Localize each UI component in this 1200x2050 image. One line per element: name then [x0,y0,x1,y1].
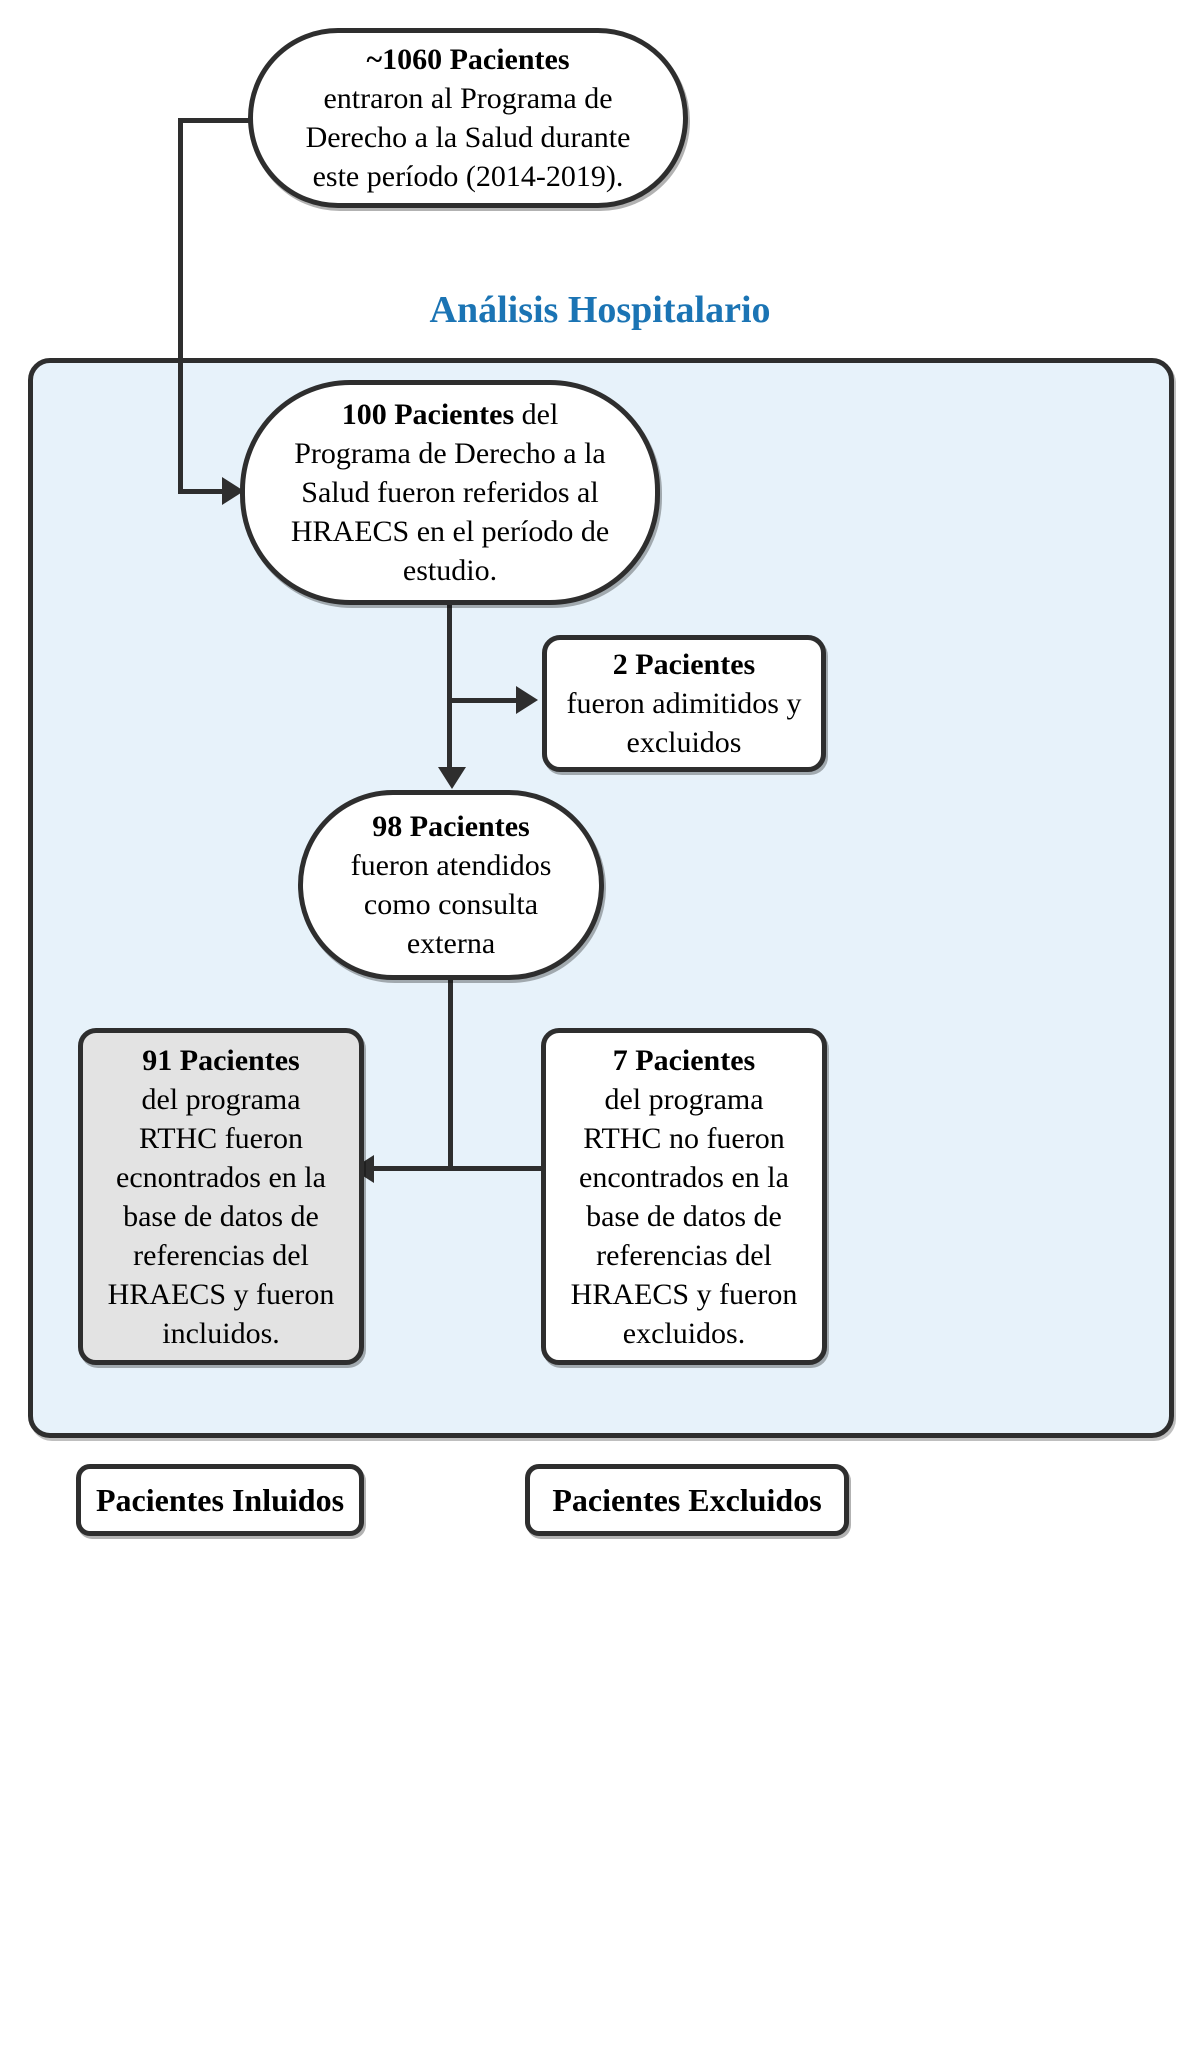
node-source-1060-pacientes: ~1060 Pacientes entraron al Programa de … [248,28,688,208]
node-included-line2: del programa [141,1082,301,1116]
node-excluded-7-pacientes: 7 Pacientes del programa RTHC no fueron … [541,1028,827,1365]
node-excluded-line5: base de datos de [586,1199,782,1233]
arrow-source-to-referred [222,477,244,505]
connector-source-to-referred-horizontal-top [178,118,256,123]
connector-outpatient-split-vertical [448,979,453,1169]
node-outpatient-98-pacientes: 98 Pacientes fueron atendidos como consu… [298,790,604,980]
node-included-line6: referencias del [133,1238,309,1272]
node-excluded-line3: RTHC no fueron [583,1121,785,1155]
node-admitted-2-pacientes: 2 Pacientes fueron adimitidos y excluido… [542,635,826,772]
connector-referred-to-outpatient-vertical [447,604,452,779]
node-included-line5: base de datos de [123,1199,319,1233]
node-referred-line3: Salud fueron referidos al [301,476,599,509]
arrow-referred-to-outpatient [438,767,466,789]
node-excluded-line7: HRAECS y fueron [570,1277,798,1311]
node-source-line2: entraron al Programa de [323,82,613,115]
legend-excluded-box: Pacientes Excluidos [525,1464,849,1536]
node-outpatient-line3: como consulta [363,888,539,921]
node-excluded-head: 7 Pacientes [612,1043,756,1077]
node-excluded-line2: del programa [604,1082,764,1116]
connector-source-to-referred-horizontal-bottom [178,489,228,494]
node-source-line3: Derecho a la Salud durante [305,121,631,154]
connector-branch-to-admitted-horizontal [449,698,520,703]
arrow-branch-to-admitted [516,686,538,714]
node-referred-line5: estudio. [402,554,498,587]
connector-outpatient-split-horizontal [372,1166,548,1171]
node-referred-head: 100 Pacientes [341,398,515,431]
node-excluded-line4: encontrados en la [579,1160,789,1194]
node-included-line7: HRAECS y fueron [107,1277,335,1311]
node-included-line8: incluidos. [162,1316,280,1350]
node-admitted-line3: excluidos [626,726,742,759]
node-referred-head-line: 100 Pacientes del [342,395,559,434]
node-referred-line4: HRAECS en el período de [290,515,610,548]
node-admitted-line2: fueron adimitidos y [566,687,802,720]
node-referred-100-pacientes: 100 Pacientes del Programa de Derecho a … [240,380,660,605]
legend-included-label: Pacientes Inluidos [95,1481,345,1518]
node-outpatient-head: 98 Pacientes [372,810,530,843]
node-referred-head-suffix: del [514,398,559,431]
node-admitted-head: 2 Pacientes [612,648,756,681]
section-title-analisis-hospitalario: Análisis Hospitalario [429,289,771,331]
node-referred-line2: Programa de Derecho a la [294,437,606,470]
legend-included-box: Pacientes Inluidos [76,1464,364,1536]
node-excluded-line6: referencias del [596,1238,772,1272]
node-included-line3: RTHC fueron [138,1121,303,1155]
node-included-line4: ecnontrados en la [116,1160,326,1194]
node-included-head: 91 Pacientes [142,1043,300,1077]
node-excluded-line8: excluidos. [622,1316,746,1350]
node-outpatient-line4: externa [406,927,496,960]
node-source-head: ~1060 Pacientes [366,43,570,76]
node-included-91-pacientes: 91 Pacientes del programa RTHC fueron ec… [78,1028,364,1365]
node-source-line4: este período (2014-2019). [312,160,624,193]
node-outpatient-line2: fueron atendidos [350,849,552,882]
connector-source-to-referred-vertical [178,118,183,494]
legend-excluded-label: Pacientes Excluidos [552,1481,822,1518]
